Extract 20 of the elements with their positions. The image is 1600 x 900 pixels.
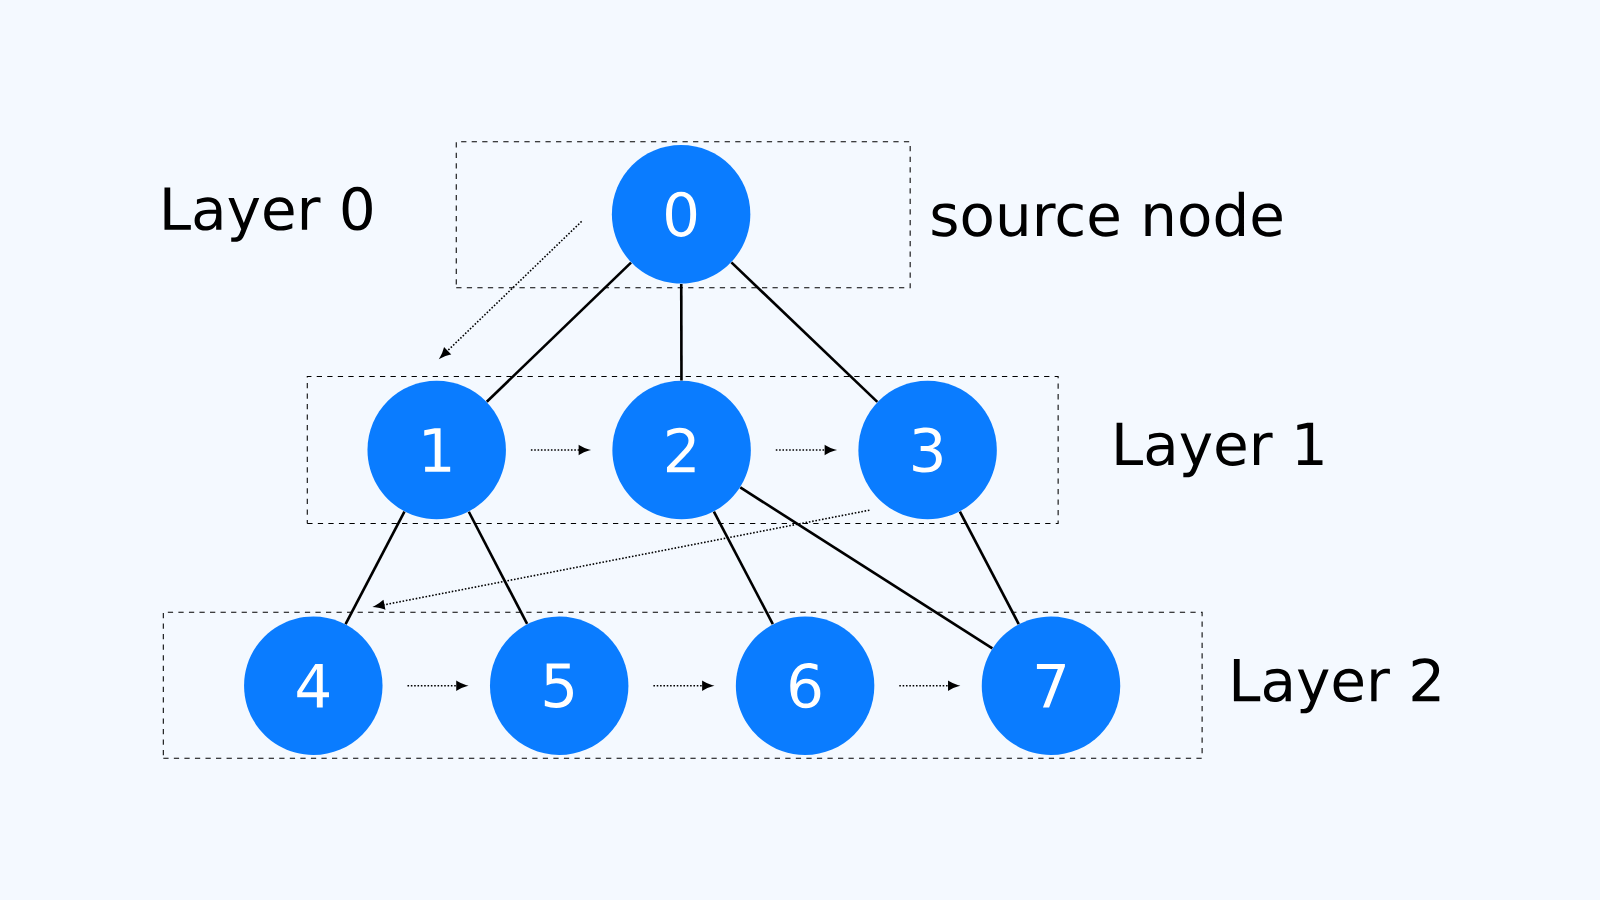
arrow <box>898 681 959 691</box>
layer-box <box>162 611 1203 759</box>
arrow <box>652 681 713 691</box>
connector-line <box>344 511 406 625</box>
connector-line <box>679 283 683 381</box>
layer-label: Layer 0 <box>164 186 372 242</box>
arrow <box>406 681 467 691</box>
layer-box <box>306 376 1059 524</box>
arrow <box>530 445 589 455</box>
layer-label: Layer 2 <box>1233 658 1440 714</box>
connector-line <box>958 511 1020 625</box>
connector-line <box>739 486 994 650</box>
connector-line <box>730 261 879 403</box>
connector-line <box>485 261 632 403</box>
layer-label: source node <box>932 191 1282 237</box>
layer-box <box>455 141 911 289</box>
connector-line <box>467 511 529 625</box>
connector-line <box>712 511 774 625</box>
arrow <box>775 445 835 455</box>
layer-label: Layer 1 <box>1116 422 1323 478</box>
